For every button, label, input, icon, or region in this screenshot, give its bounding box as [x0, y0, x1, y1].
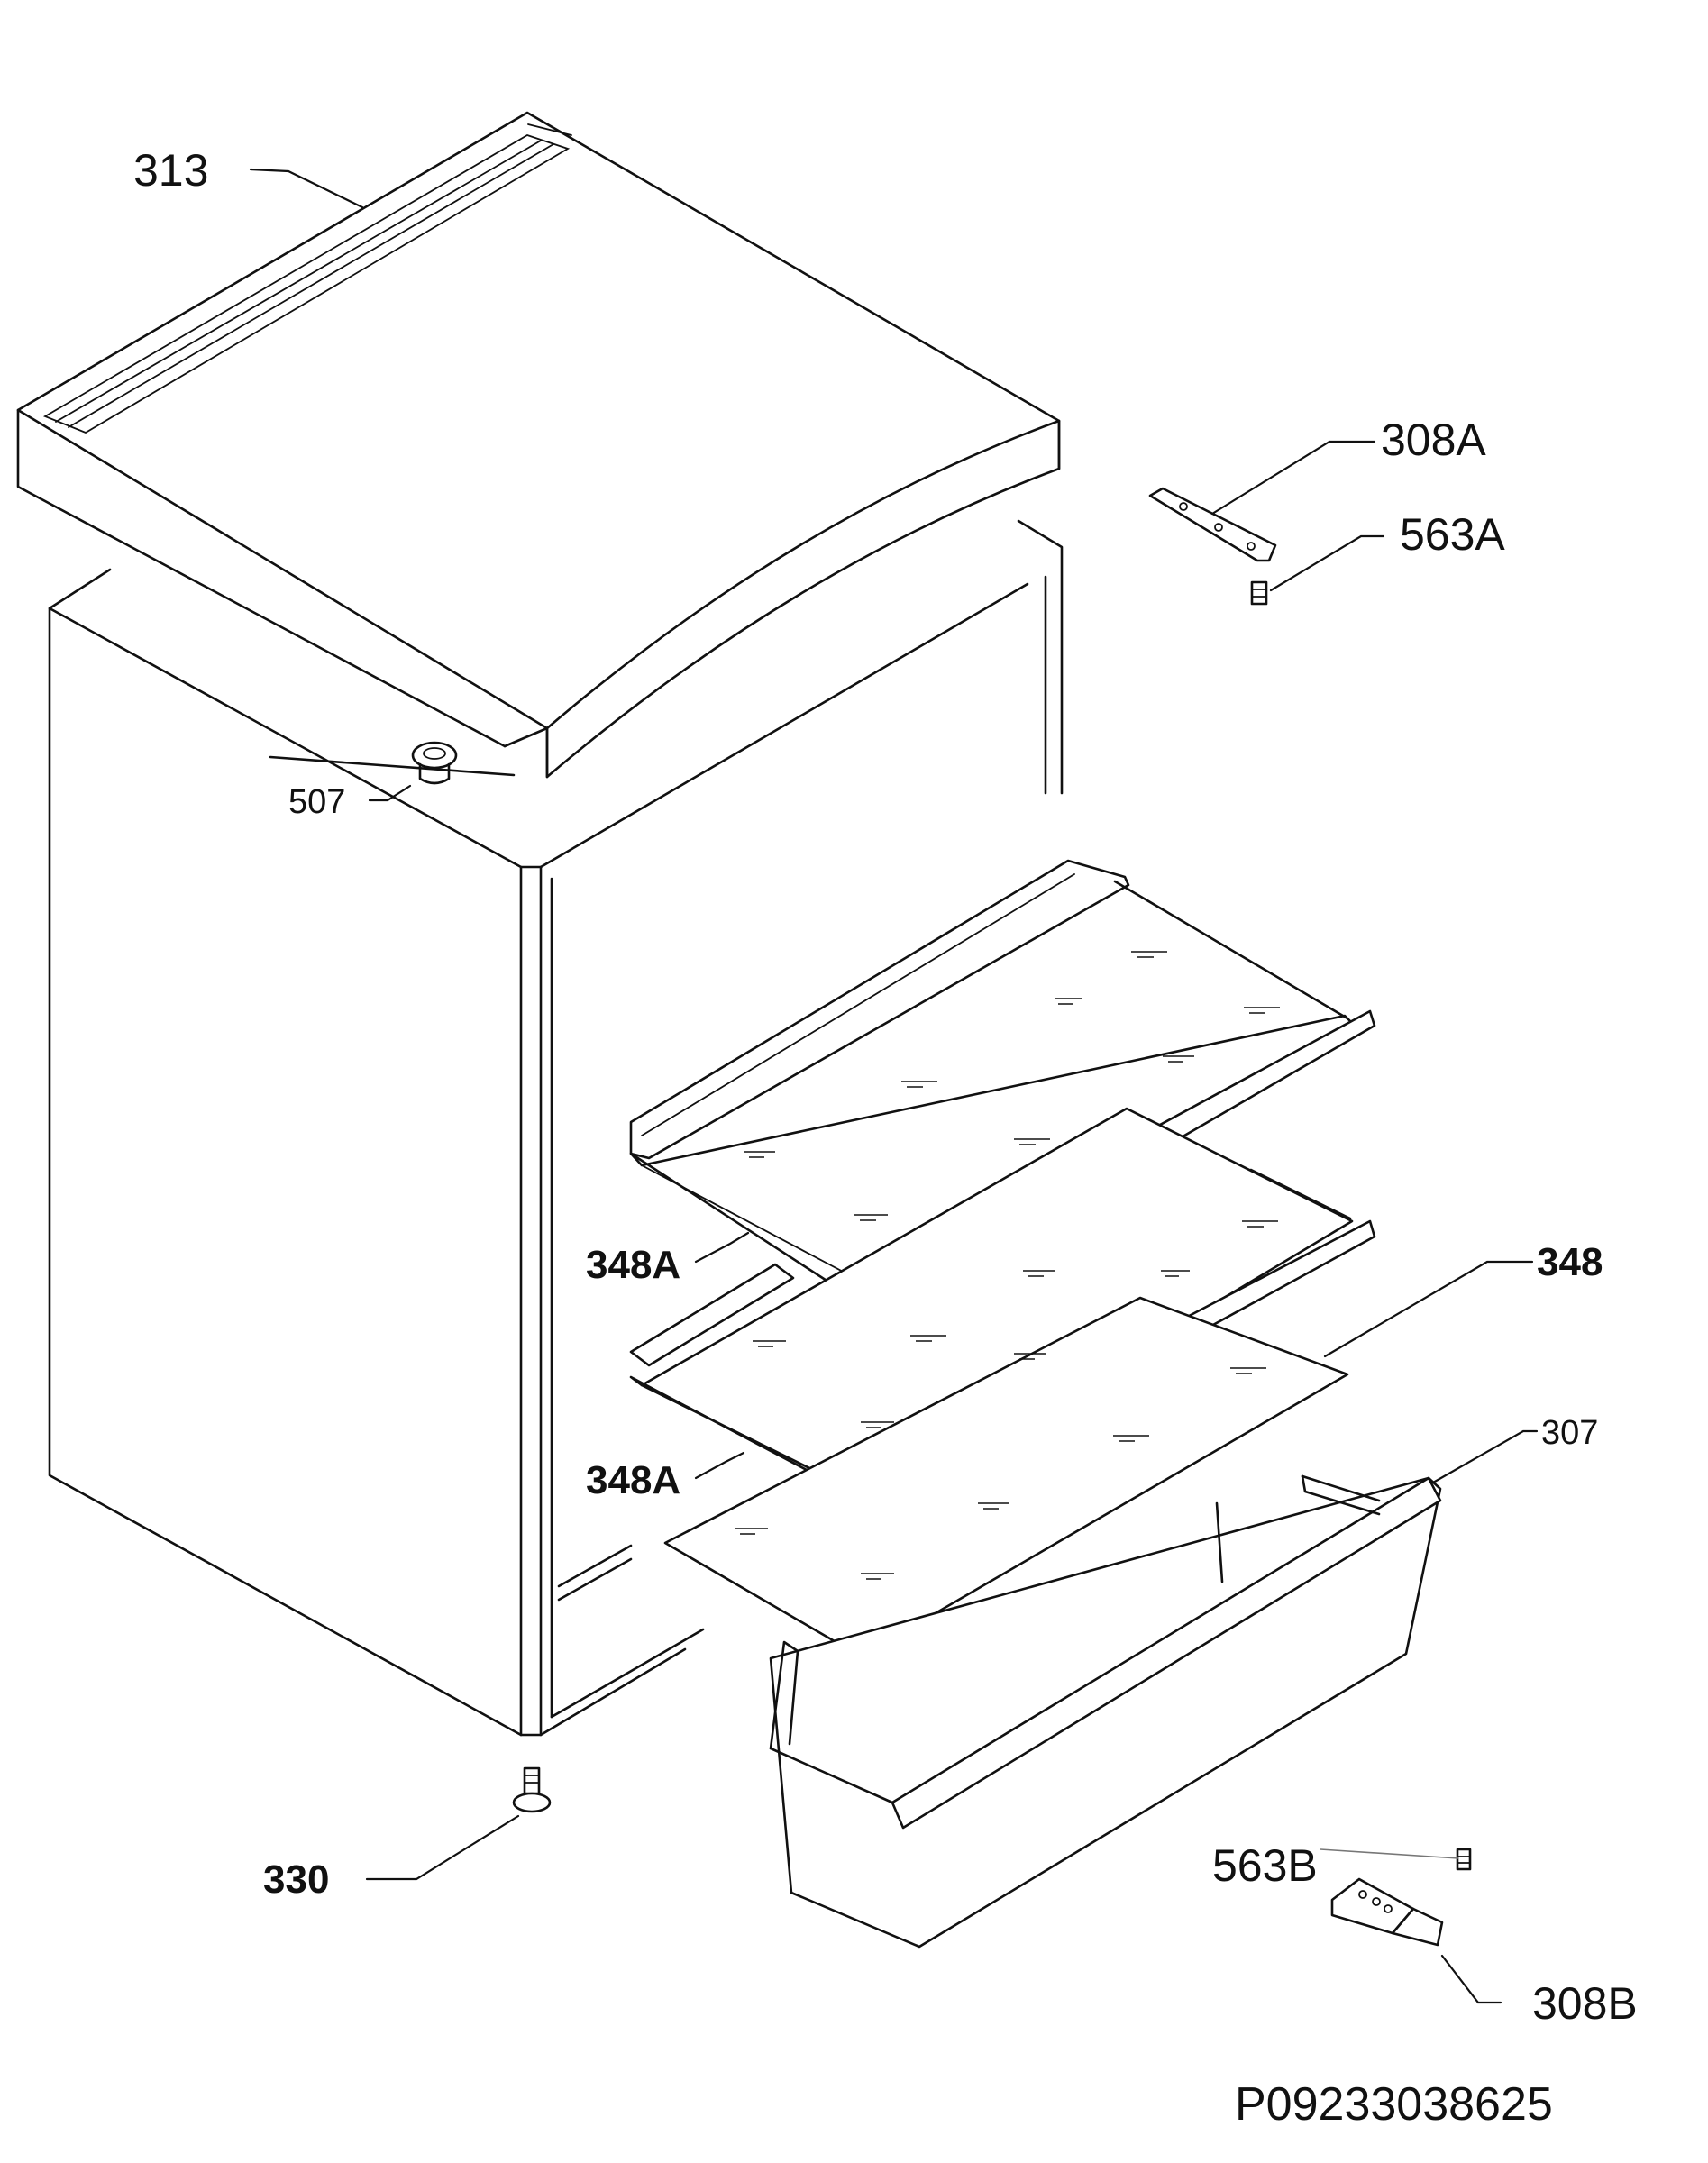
glass-plate-348: [663, 1296, 1349, 1658]
label-348a-lower: 348A: [586, 1458, 680, 1502]
label-507: 507: [288, 783, 345, 821]
part-labels: 313 308A 563A 507 348A 348 348A 307 330 …: [133, 145, 1638, 2029]
screw-563a: [1250, 580, 1268, 606]
plug-507: [411, 741, 458, 785]
label-313: 313: [133, 145, 208, 196]
hinge-308b: [1330, 1877, 1444, 1947]
label-348: 348: [1537, 1240, 1603, 1284]
screw-330: [512, 1766, 552, 1813]
label-330: 330: [263, 1857, 329, 1902]
label-308a: 308A: [1381, 415, 1486, 465]
hinge-308a: [1148, 487, 1277, 562]
label-308b: 308B: [1532, 1978, 1638, 2029]
screw-563b: [1456, 1848, 1472, 1871]
glass-reflections: [735, 951, 1280, 1580]
label-307: 307: [1541, 1414, 1598, 1452]
label-348a-upper: 348A: [586, 1243, 680, 1287]
drawing-code: P09233038625: [1235, 2078, 1553, 2131]
label-563a: 563A: [1400, 509, 1505, 560]
top-cover: [16, 111, 1061, 779]
leader-lines: [249, 168, 1539, 2004]
cabinet-body: [48, 519, 1064, 1737]
door-bin: [769, 1474, 1442, 1949]
label-563b: 563B: [1212, 1840, 1318, 1891]
